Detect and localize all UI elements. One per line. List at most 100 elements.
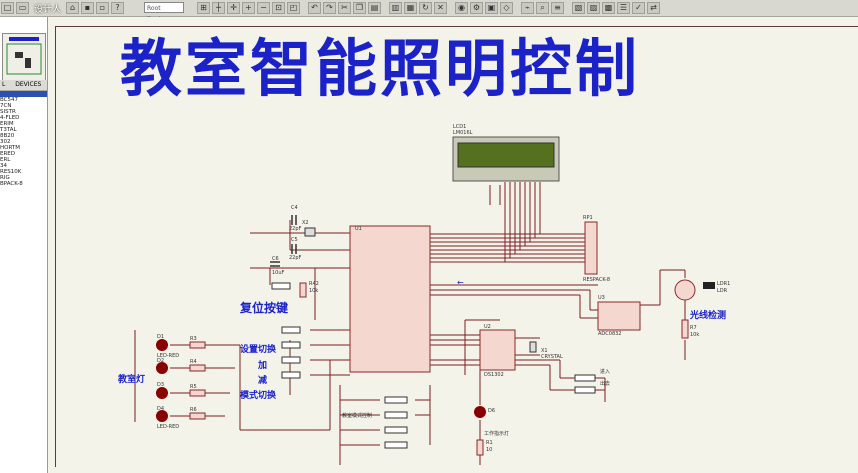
help-icon[interactable]: ? xyxy=(111,2,125,14)
mode-switch-button[interactable] xyxy=(281,371,301,379)
pick-device-icon[interactable]: ◉ xyxy=(455,2,468,14)
mode-button-4[interactable] xyxy=(384,441,408,449)
undo-icon[interactable]: ↶ xyxy=(308,2,321,14)
device-list-item[interactable]: 302 xyxy=(0,139,11,145)
device-list-item[interactable]: 4-FLED xyxy=(0,115,20,121)
resistor-r3[interactable] xyxy=(189,341,206,349)
print-icon[interactable]: ▫ xyxy=(96,2,110,14)
rtc-u2[interactable] xyxy=(479,329,516,371)
exit-button[interactable] xyxy=(574,386,596,394)
led-d4[interactable] xyxy=(156,410,168,422)
block-delete-icon[interactable]: ✕ xyxy=(434,2,447,14)
design-explorer-icon[interactable]: ▧ xyxy=(572,2,585,14)
led-d1[interactable] xyxy=(156,339,168,351)
device-list-item[interactable]: HORTM xyxy=(0,145,20,151)
device-list-tab[interactable]: L xyxy=(2,81,6,88)
property-icon[interactable]: ≡ xyxy=(551,2,564,14)
resistor-r4[interactable] xyxy=(189,364,206,372)
signal-arrow-icon: ← xyxy=(457,278,464,287)
netlist-icon[interactable]: ⇄ xyxy=(647,2,660,14)
save-icon[interactable]: ▪ xyxy=(81,2,95,14)
enter-button[interactable] xyxy=(574,374,596,382)
r7-ref: R7 xyxy=(690,325,697,331)
cut-icon[interactable]: ✂ xyxy=(338,2,351,14)
resistor-r7[interactable] xyxy=(681,319,689,339)
zoom-area-icon[interactable]: ◰ xyxy=(287,2,300,14)
device-list-item[interactable]: T3TAL xyxy=(0,127,17,133)
c4-ref: C4 xyxy=(291,205,298,211)
set-switch-button[interactable] xyxy=(281,326,301,334)
copy-icon[interactable]: ❐ xyxy=(353,2,366,14)
remove-sheet-icon[interactable]: ▩ xyxy=(602,2,615,14)
schematic-canvas[interactable] xyxy=(48,17,858,473)
device-list-item[interactable]: ERL xyxy=(0,157,11,163)
led-d2[interactable] xyxy=(156,362,168,374)
device-list-title: DEVICES xyxy=(15,81,42,88)
adc-u3[interactable] xyxy=(597,301,641,331)
make-device-icon[interactable]: ⚙ xyxy=(470,2,483,14)
d1-part: LED-RED xyxy=(157,353,180,359)
search-icon[interactable]: ⌕ xyxy=(536,2,549,14)
package-icon[interactable]: ▣ xyxy=(485,2,498,14)
mcu-u1[interactable] xyxy=(349,225,431,373)
set-switch-label: 设置切换 xyxy=(240,345,277,355)
device-list-header: L DEVICES xyxy=(0,80,47,91)
device-list-item[interactable]: BC547 xyxy=(0,97,19,103)
reset-key-label: 复位按键 xyxy=(240,301,289,315)
block-move-icon[interactable]: ▦ xyxy=(404,2,417,14)
u1-ref: U1 xyxy=(355,226,362,232)
device-list-item[interactable] xyxy=(0,91,47,97)
d4-ref: D4 xyxy=(157,406,165,412)
crystal-x1[interactable] xyxy=(529,341,537,353)
device-list-item[interactable]: 34 xyxy=(0,163,7,169)
add-button[interactable] xyxy=(281,341,301,349)
device-list-item[interactable]: 8B20 xyxy=(0,133,15,139)
paste-icon[interactable]: ▤ xyxy=(368,2,381,14)
origin-icon[interactable]: ┼ xyxy=(212,2,225,14)
redo-icon[interactable]: ↷ xyxy=(323,2,336,14)
decompose-icon[interactable]: ◇ xyxy=(500,2,513,14)
mode-button-1[interactable] xyxy=(384,396,408,404)
bom-icon[interactable]: ☰ xyxy=(617,2,630,14)
push-buttons xyxy=(271,282,596,449)
erc-icon[interactable]: ✓ xyxy=(632,2,645,14)
device-list-item[interactable]: ERED xyxy=(0,151,16,157)
resistor-r5[interactable] xyxy=(189,389,206,397)
device-list-item[interactable]: BPACK-8 xyxy=(0,181,23,187)
ldr-sensor[interactable] xyxy=(674,279,696,301)
device-list-item[interactable]: SISTR xyxy=(0,109,16,115)
crystal-x2[interactable] xyxy=(304,227,316,237)
x2-ref: X2 xyxy=(302,220,309,226)
new-sheet-icon[interactable]: ▨ xyxy=(587,2,600,14)
overview-window[interactable] xyxy=(2,33,46,81)
pan-icon[interactable]: ✛ xyxy=(227,2,240,14)
block-copy-icon[interactable]: ▥ xyxy=(389,2,402,14)
led-d3[interactable] xyxy=(156,387,168,399)
classroom-light-label: 教室灯 xyxy=(118,375,146,385)
device-list-item[interactable]: ERIM xyxy=(0,121,14,127)
respack-rp1[interactable] xyxy=(584,221,598,275)
resistor-r42[interactable] xyxy=(299,282,307,298)
reset-button[interactable] xyxy=(271,282,291,290)
device-list-item[interactable]: RES10K xyxy=(0,169,22,175)
open-icon[interactable]: ▭ xyxy=(16,2,29,14)
device-list-item[interactable]: RIG xyxy=(0,175,10,181)
device-list-item[interactable]: 7CN xyxy=(0,103,12,109)
zoom-out-icon[interactable]: − xyxy=(257,2,270,14)
home-icon[interactable]: ⌂ xyxy=(66,2,80,14)
sheet-border xyxy=(55,26,858,467)
lcd-display[interactable] xyxy=(452,136,560,182)
resistor-r6[interactable] xyxy=(189,412,206,420)
sub-button[interactable] xyxy=(281,356,301,364)
resistor-r1[interactable] xyxy=(476,439,484,456)
new-icon[interactable]: □ xyxy=(1,2,14,14)
r3-ref: R3 xyxy=(190,336,197,342)
wire-autorouter-icon[interactable]: ⌁ xyxy=(521,2,534,14)
zoom-all-icon[interactable]: ⊡ xyxy=(272,2,285,14)
grid-icon[interactable]: ⊞ xyxy=(197,2,210,14)
mode-button-2[interactable] xyxy=(384,411,408,419)
block-rotate-icon[interactable]: ↻ xyxy=(419,2,432,14)
zoom-in-icon[interactable]: + xyxy=(242,2,255,14)
led-d6[interactable] xyxy=(474,406,486,418)
mode-button-3[interactable] xyxy=(384,426,408,434)
